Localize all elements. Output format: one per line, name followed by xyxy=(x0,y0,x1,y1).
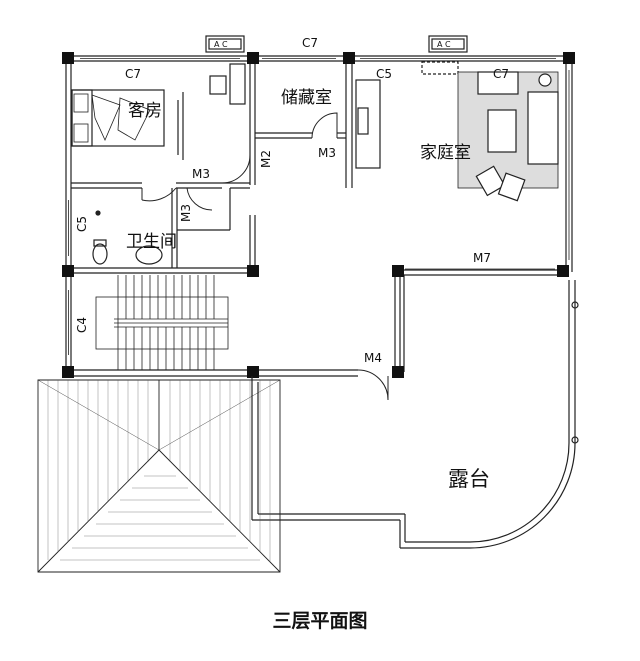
window-label-top-right: C7 xyxy=(493,67,509,81)
exterior-walls xyxy=(65,55,573,377)
window-label-stair-side: C4 xyxy=(75,317,89,333)
door-label-storage: M3 xyxy=(318,146,336,160)
room-label-terrace: 露台 xyxy=(448,467,490,491)
door-label-bath-inner: M3 xyxy=(179,204,193,222)
door-label-family-sliding: M7 xyxy=(473,251,491,265)
door-label-corridor: M2 xyxy=(259,150,273,168)
doors xyxy=(141,112,555,401)
window-label-top-center: C7 xyxy=(302,36,318,50)
ac-label-left: A C xyxy=(214,40,228,49)
structural-columns xyxy=(62,52,575,378)
window-label-bath-side: C5 xyxy=(75,216,89,232)
wardrobe xyxy=(177,92,184,160)
door-label-bath: M3 xyxy=(192,167,210,181)
door-label-terrace: M4 xyxy=(364,351,382,365)
room-label-guest: 客房 xyxy=(128,101,162,121)
windows xyxy=(68,58,570,355)
desk xyxy=(209,63,246,105)
bed xyxy=(71,89,165,147)
room-label-storage: 储藏室 xyxy=(281,88,332,108)
ac-unit-left xyxy=(205,35,245,53)
ac-label-right: A C xyxy=(437,40,451,49)
room-label-family: 家庭室 xyxy=(420,143,471,163)
terrace-outline xyxy=(251,280,579,549)
staircase xyxy=(95,275,229,370)
bath-fixtures xyxy=(92,210,163,265)
ac-unit-right xyxy=(421,35,468,75)
room-label-bathroom: 卫生间 xyxy=(126,232,177,252)
interior-walls xyxy=(71,61,353,268)
window-label-top-left: C7 xyxy=(125,67,141,81)
storage-desk xyxy=(355,79,381,169)
drawing-caption: 三层平面图 xyxy=(272,610,368,632)
roof xyxy=(37,379,281,573)
window-label-storage: C5 xyxy=(376,67,392,81)
sofa-set xyxy=(457,71,559,202)
